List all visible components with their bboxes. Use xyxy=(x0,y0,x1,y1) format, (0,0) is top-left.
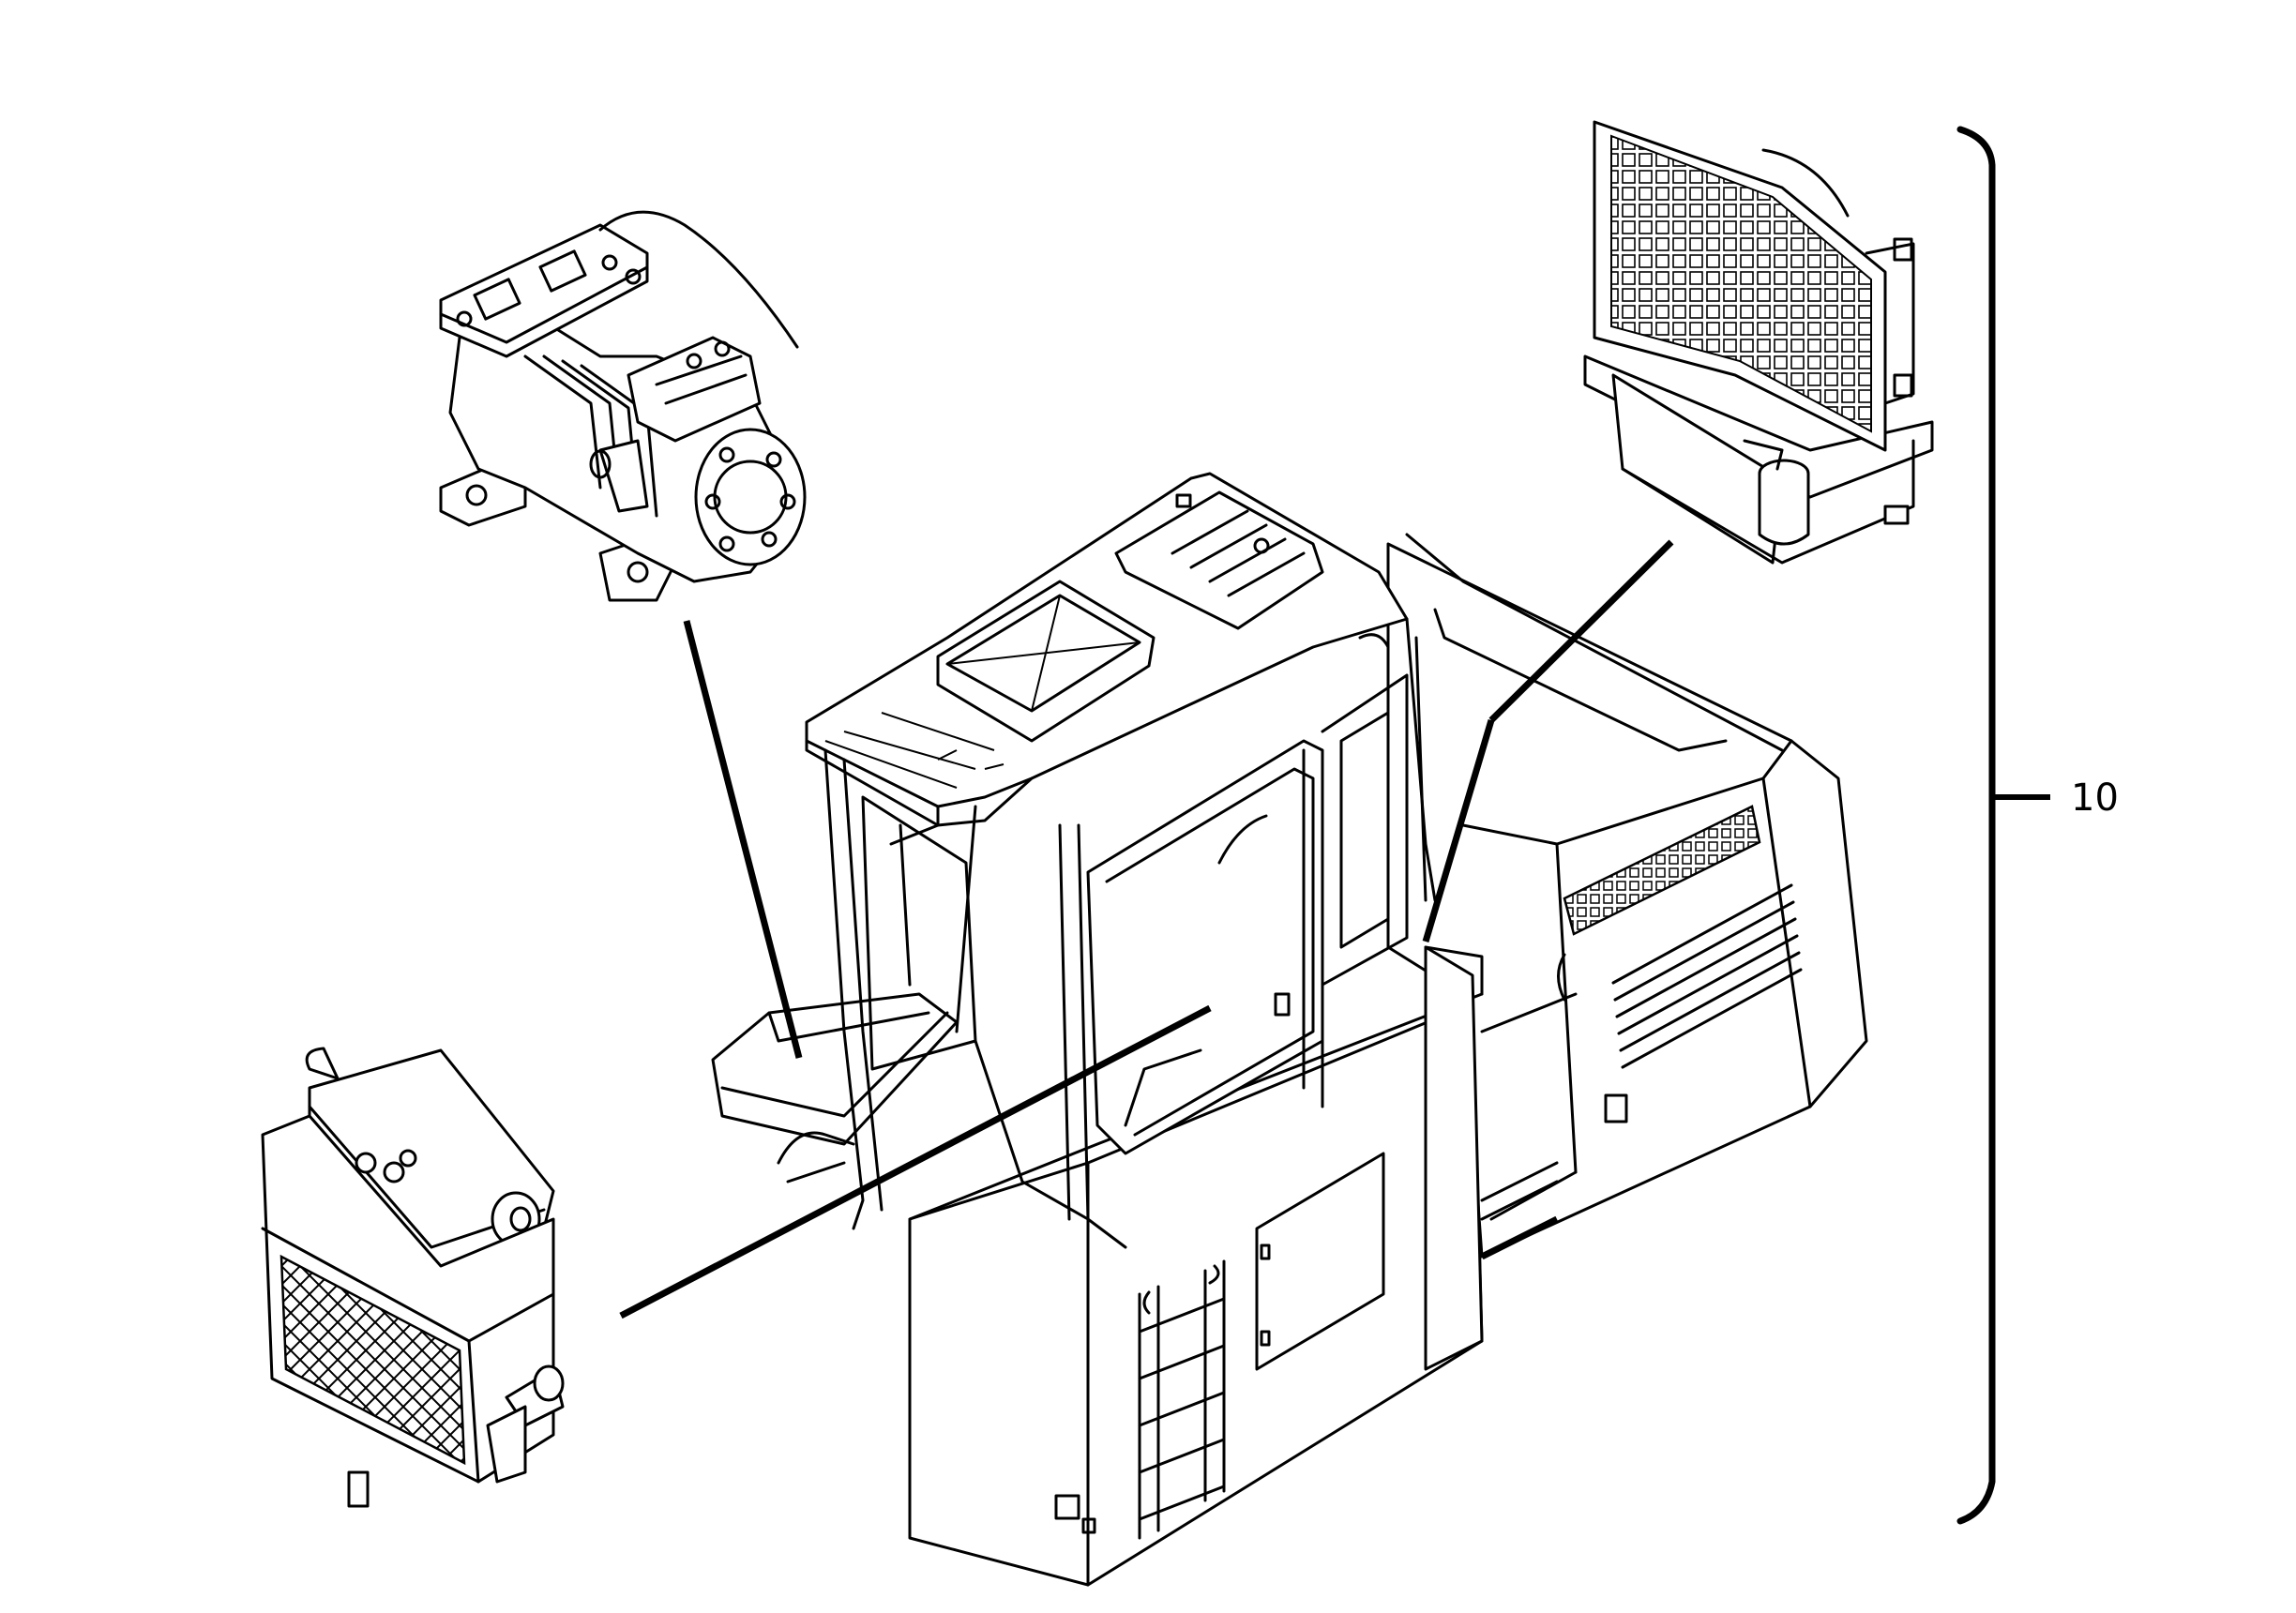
evaporator-heater xyxy=(261,1047,565,1508)
operator-cab xyxy=(777,472,1437,1249)
callout-bracket-10: 10 xyxy=(1956,126,2119,1525)
side-louvers xyxy=(1611,883,1803,1069)
hood-air-grid xyxy=(1563,805,1761,936)
condenser xyxy=(1583,120,1934,565)
ladder xyxy=(1138,1259,1226,1540)
callout-label-10: 10 xyxy=(2071,776,2119,820)
compressor xyxy=(439,210,807,602)
machine-upper-structure xyxy=(711,472,1868,1587)
leader-lines xyxy=(619,539,1674,1319)
